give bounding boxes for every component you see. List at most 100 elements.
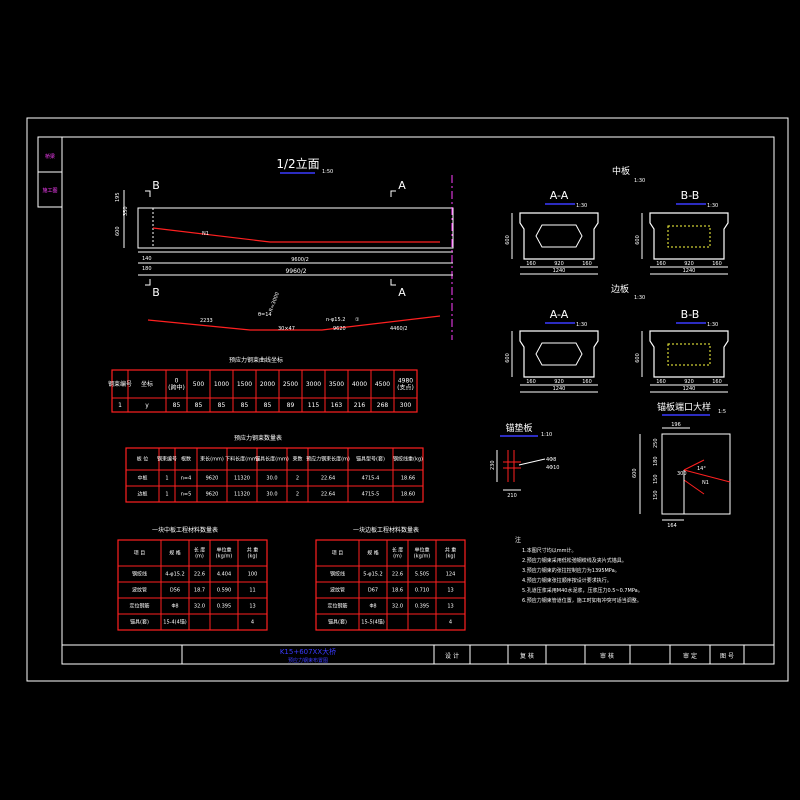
- table1-header: 1000: [214, 381, 229, 388]
- table4-header: (m): [393, 554, 402, 560]
- table4-cell: 13: [447, 588, 453, 594]
- table2-header: 束长(mm): [200, 456, 224, 463]
- table2-header: 钢束编号: [157, 456, 177, 463]
- table4-header: 规 格: [367, 550, 379, 557]
- dim-350: 350: [123, 206, 129, 216]
- table3-header: (m): [195, 554, 204, 560]
- dim-195: 195: [115, 192, 121, 202]
- anchor-end-h: 600: [632, 468, 638, 478]
- table3-cell: D56: [170, 588, 180, 594]
- table1-cell: 85: [195, 402, 203, 409]
- table2-cell: 1: [165, 492, 168, 498]
- mid-bb-title: B-B: [681, 189, 700, 202]
- anchor-detail-scale: 1:10: [541, 432, 552, 438]
- section-dim-mid: 920: [684, 379, 694, 385]
- table4-title: 一块边板工程材料数量表: [353, 526, 419, 534]
- table4-header: (kg/m): [414, 554, 431, 560]
- anchor-plate: [496, 450, 521, 491]
- note-item: 3.预应力钢束的张拉控制应力为1395MPa。: [522, 567, 620, 574]
- table1-header: 500: [193, 381, 205, 388]
- tb-sheet: 图 号: [720, 653, 734, 660]
- table1-header: 2000: [260, 381, 275, 388]
- anchor-end-dim-4: 300: [677, 471, 687, 477]
- table2-cell: 边板: [137, 491, 147, 498]
- table4-cell: Φ8: [369, 604, 376, 610]
- table2-header: 锚具长度(mm): [255, 456, 289, 463]
- anchor-end-bottom: 164: [667, 523, 677, 529]
- table2-cell: 18.60: [401, 492, 415, 498]
- table2-header: 锚具型号(套): [356, 456, 385, 463]
- note-item: 4.预应力钢束张拉顺序按设计要求执行。: [522, 577, 612, 584]
- table2-cell: 4715-4: [362, 476, 380, 482]
- section-dim-height: 600: [635, 353, 641, 363]
- table3-cell: 4.404: [217, 572, 231, 578]
- section-dim-total: 1240: [683, 268, 696, 274]
- tendon-note-6: 30×47: [278, 326, 295, 332]
- table1-header: 钢束编号: [108, 380, 132, 388]
- table2-cell: 9620: [206, 476, 219, 482]
- edge-aa-title: A-A: [550, 308, 569, 321]
- table1-title: 预应力钢束曲线坐标: [229, 356, 283, 364]
- table1-cell: 1: [118, 402, 122, 409]
- drawing-name: 预应力钢束布置图: [288, 657, 328, 664]
- edge-plate-title: 边板: [611, 283, 629, 295]
- table4-header: (kg): [446, 554, 456, 560]
- table2-header: 预应力钢束长度(m): [306, 456, 350, 463]
- dim-180: 180: [142, 266, 152, 272]
- table4-cell: 定位钢筋: [327, 603, 347, 610]
- note-item: 5.孔道压浆采用M40水泥浆，压浆压力0.5~0.7MPa。: [522, 587, 643, 594]
- table3-cell: 波纹管: [132, 587, 147, 594]
- table4-cell: 锚具(套): [328, 619, 347, 626]
- tb-approve: 审 定: [683, 652, 697, 660]
- table4-cell: 5.505: [415, 572, 429, 578]
- edge-plate-scale: 1:30: [634, 295, 645, 301]
- table1-header: (支点): [397, 384, 414, 392]
- mid-plate-title: 中板: [612, 165, 630, 177]
- table1-header: 3500: [329, 381, 344, 388]
- tendon-note-4: 2233: [200, 318, 213, 324]
- elev-sec-a-top: A: [398, 179, 406, 192]
- table2-header: 钢绞线重(kg): [393, 456, 423, 463]
- edge-bb-title: B-B: [681, 308, 700, 321]
- table1-cell: 216: [354, 402, 366, 409]
- table4-cell: 0.395: [415, 604, 429, 610]
- table1-cell: 85: [218, 402, 226, 409]
- table4-cell: 0.710: [415, 588, 429, 594]
- notes-title: 注: [515, 536, 521, 544]
- table3-cell: 4-φ15.2: [165, 572, 184, 578]
- table3-cell: 0.590: [217, 588, 231, 594]
- elevation-title: 1/2立面: [276, 156, 319, 171]
- table3-cell: 32.0: [194, 604, 205, 610]
- table1-cell: 115: [308, 402, 320, 409]
- outer-border: [26, 117, 789, 682]
- tendon-note-5: R=3000: [268, 291, 281, 312]
- table2-cell: 2: [296, 492, 299, 498]
- mid-aa-scale: 1:30: [576, 203, 587, 209]
- table3-title: 一块中板工程材料数量表: [152, 526, 218, 534]
- tendon-curve: [152, 227, 440, 243]
- edge-aa-scale: 1:30: [576, 322, 587, 328]
- table2-cell: 1: [165, 476, 168, 482]
- table2-cell: 30.0: [266, 492, 277, 498]
- table1-header: 1500: [237, 381, 252, 388]
- section-dim-side: 160: [712, 261, 722, 267]
- dim-140: 140: [142, 256, 152, 262]
- table3-cell: 定位钢筋: [129, 603, 149, 610]
- table2-cell: 30.0: [266, 476, 277, 482]
- section-dim-side: 160: [526, 261, 536, 267]
- table1-cell: 163: [331, 402, 343, 409]
- table3-cell: 100: [248, 572, 258, 578]
- table4-cell: 5-φ15.2: [363, 572, 382, 578]
- table1-header: 4500: [375, 381, 390, 388]
- table3-cell: 22.6: [194, 572, 205, 578]
- mid-aa-title: A-A: [550, 189, 569, 202]
- table2-cell: 4715-5: [362, 492, 380, 498]
- beam-elevation: [137, 207, 454, 249]
- table4-cell: 15-5(4锚): [361, 619, 384, 626]
- table3-cell: 钢绞线: [132, 571, 147, 578]
